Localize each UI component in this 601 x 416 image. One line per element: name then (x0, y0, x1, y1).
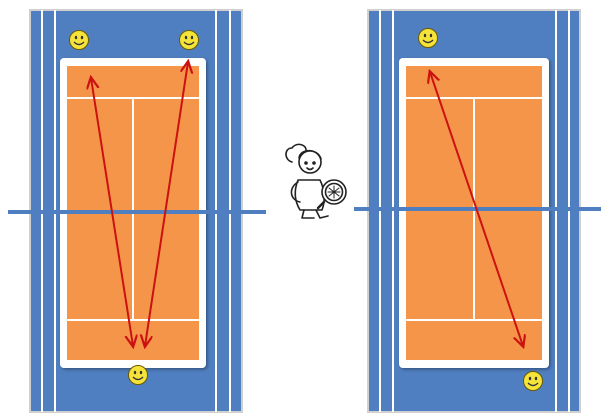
smiley-face-icon (129, 366, 148, 385)
smiley-face-icon (419, 29, 438, 48)
smiley-face-icon (70, 31, 89, 50)
smiley-face-icon (524, 372, 543, 391)
tennis-player-icon (286, 144, 346, 218)
smiley-face-icon (180, 31, 199, 50)
